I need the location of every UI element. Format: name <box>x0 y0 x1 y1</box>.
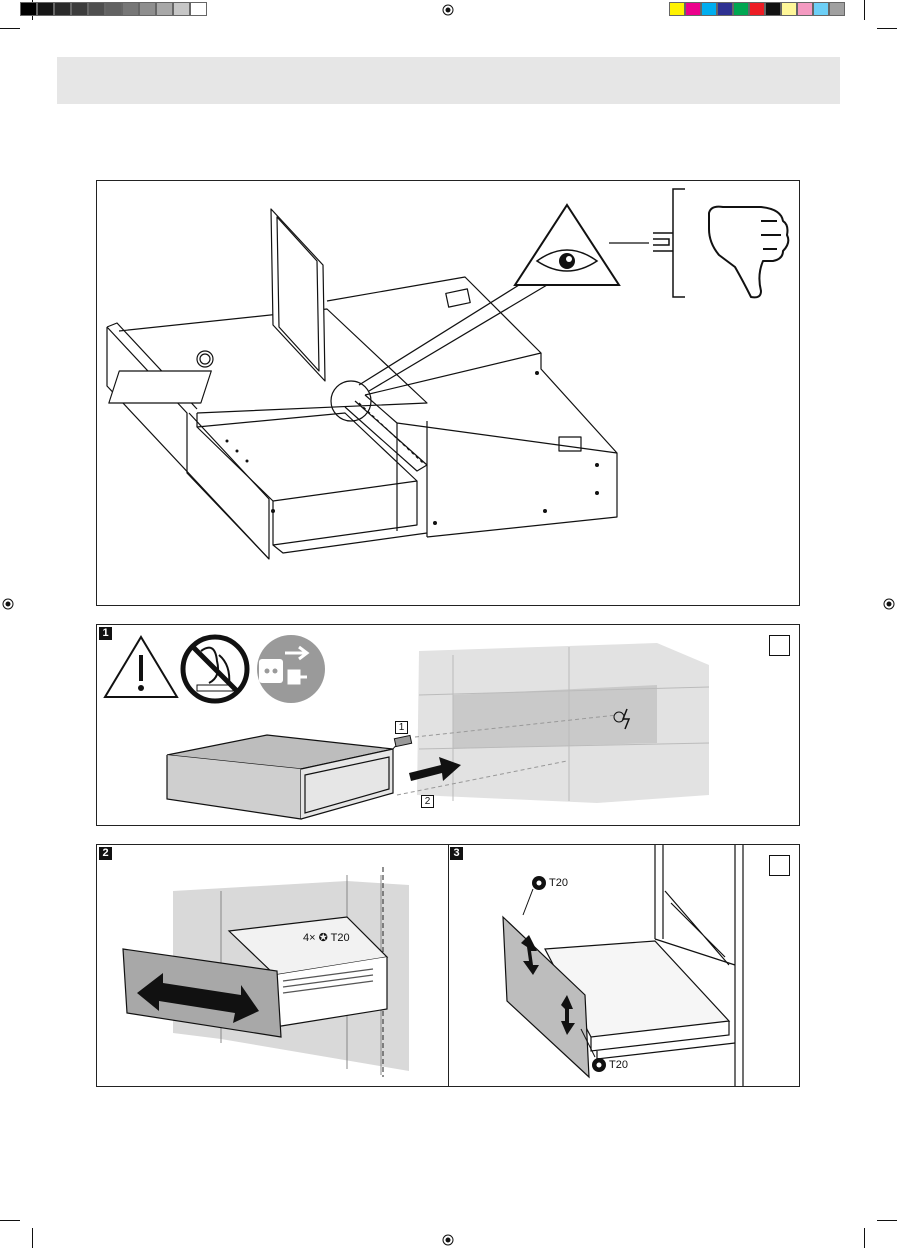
registration-mark-icon <box>442 1234 454 1246</box>
warning-icon <box>105 637 177 697</box>
crop-mark <box>32 1228 33 1248</box>
color-swatch <box>54 2 71 16</box>
thumbs-down-icon <box>709 207 788 298</box>
eye-warning-icon <box>515 205 619 285</box>
callout-1: 1 <box>395 721 408 734</box>
color-swatch <box>71 2 88 16</box>
color-swatch <box>749 2 765 16</box>
color-swatch <box>669 2 685 16</box>
color-swatch <box>139 2 156 16</box>
step-2-illustration <box>97 845 447 1086</box>
header-band <box>57 57 840 104</box>
color-swatch <box>701 2 717 16</box>
overview-figure <box>96 180 800 606</box>
color-swatch <box>797 2 813 16</box>
color-swatch <box>685 2 701 16</box>
crop-mark <box>864 1228 865 1248</box>
callout-2: 2 <box>421 795 434 808</box>
crop-mark <box>864 0 865 20</box>
color-swatch <box>765 2 781 16</box>
screw-label: 4× ✪ T20 <box>303 932 350 944</box>
crop-mark <box>877 1220 897 1221</box>
registration-mark-icon <box>2 598 14 610</box>
unplug-icon <box>257 635 325 703</box>
color-swatch <box>781 2 797 16</box>
gray-color-bar <box>20 0 210 18</box>
color-swatch <box>105 2 122 16</box>
color-swatch <box>813 2 829 16</box>
color-swatch <box>173 2 190 16</box>
color-swatch <box>190 2 207 16</box>
color-swatch <box>88 2 105 16</box>
color-swatch <box>20 2 37 16</box>
color-swatch <box>122 2 139 16</box>
crop-mark <box>0 1220 20 1221</box>
step-1-illustration <box>97 625 801 827</box>
crop-mark <box>877 28 897 29</box>
step-3-illustration <box>449 845 799 1086</box>
step-2-3-panel: 2 4× ✪ T20 3 <box>96 844 800 1087</box>
step-1-panel: 1 <box>96 624 800 826</box>
registration-mark-icon <box>442 4 454 16</box>
warming-drawer-illustration <box>97 181 801 607</box>
no-cable-lift-icon <box>183 637 247 701</box>
screw-label-top: T20 <box>549 877 568 889</box>
screw-label-bottom: T20 <box>609 1059 628 1071</box>
color-swatch <box>37 2 54 16</box>
color-swatch <box>829 2 845 16</box>
rail-detail-icon <box>653 189 685 297</box>
process-color-bar <box>669 0 849 18</box>
color-swatch <box>733 2 749 16</box>
color-swatch <box>156 2 173 16</box>
crop-mark <box>0 28 20 29</box>
registration-mark-icon <box>883 598 895 610</box>
color-swatch <box>717 2 733 16</box>
